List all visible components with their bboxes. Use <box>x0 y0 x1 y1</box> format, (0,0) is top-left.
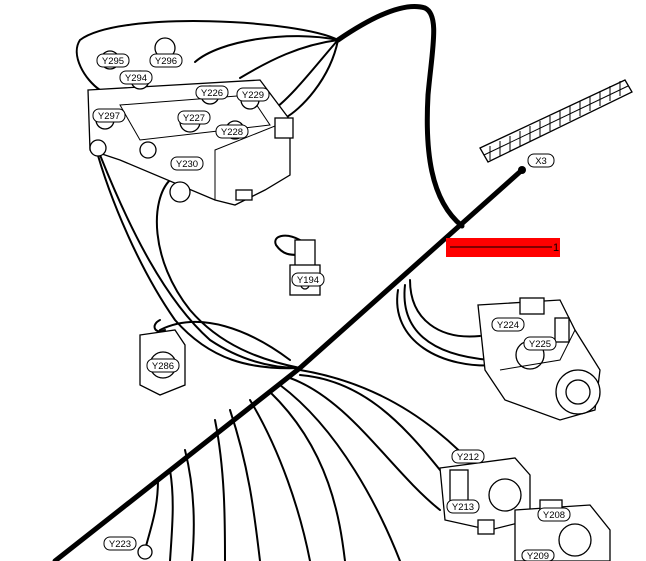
callout-1-highlight: 1 <box>446 238 560 257</box>
tag-y295: Y295 <box>96 53 130 68</box>
y286-pump <box>139 319 186 396</box>
svg-text:Y209: Y209 <box>527 551 549 561</box>
callout-number: 1 <box>553 242 559 254</box>
tag-y212: Y212 <box>451 449 485 464</box>
svg-text:Y229: Y229 <box>242 90 264 101</box>
tag-y229: Y229 <box>236 87 270 102</box>
svg-text:Y208: Y208 <box>543 510 565 521</box>
svg-text:Y296: Y296 <box>155 56 177 67</box>
svg-text:Y223: Y223 <box>109 539 131 550</box>
tag-y227: Y227 <box>177 110 211 125</box>
svg-text:Y294: Y294 <box>125 73 147 84</box>
tag-y213: Y213 <box>446 499 480 514</box>
harness-wires <box>52 4 525 561</box>
tag-y208: Y208 <box>537 507 571 522</box>
tag-y226: Y226 <box>195 85 229 100</box>
tag-y194: Y194 <box>291 272 325 287</box>
svg-text:Y225: Y225 <box>529 339 551 350</box>
tag-x3: X3 <box>527 153 555 168</box>
svg-text:Y227: Y227 <box>183 113 205 124</box>
x3-terminal-strip <box>479 79 633 174</box>
svg-text:Y295: Y295 <box>102 56 124 67</box>
tag-y286: Y286 <box>146 358 180 373</box>
svg-text:Y230: Y230 <box>176 159 198 170</box>
y223-component <box>137 544 153 560</box>
tag-y209: Y209 <box>521 549 555 561</box>
tag-y230: Y230 <box>170 156 204 171</box>
upper-harness-cable <box>335 4 465 229</box>
svg-text:Y224: Y224 <box>497 320 519 331</box>
svg-text:Y286: Y286 <box>152 361 174 372</box>
svg-text:X3: X3 <box>535 156 547 167</box>
svg-text:Y226: Y226 <box>201 88 223 99</box>
tag-y224: Y224 <box>491 317 525 332</box>
y224-y225-pump-assembly <box>477 297 601 421</box>
svg-text:Y297: Y297 <box>98 111 120 122</box>
svg-text:Y228: Y228 <box>221 127 243 138</box>
y194-valve <box>289 239 321 296</box>
tag-y223: Y223 <box>103 536 137 551</box>
tag-y294: Y294 <box>119 70 153 85</box>
svg-text:Y212: Y212 <box>457 452 479 463</box>
svg-text:Y213: Y213 <box>452 502 474 513</box>
tag-y297: Y297 <box>92 108 126 123</box>
tag-y225: Y225 <box>523 336 557 351</box>
tag-y296: Y296 <box>149 53 183 68</box>
tag-y228: Y228 <box>215 124 249 139</box>
svg-text:Y194: Y194 <box>297 275 319 286</box>
